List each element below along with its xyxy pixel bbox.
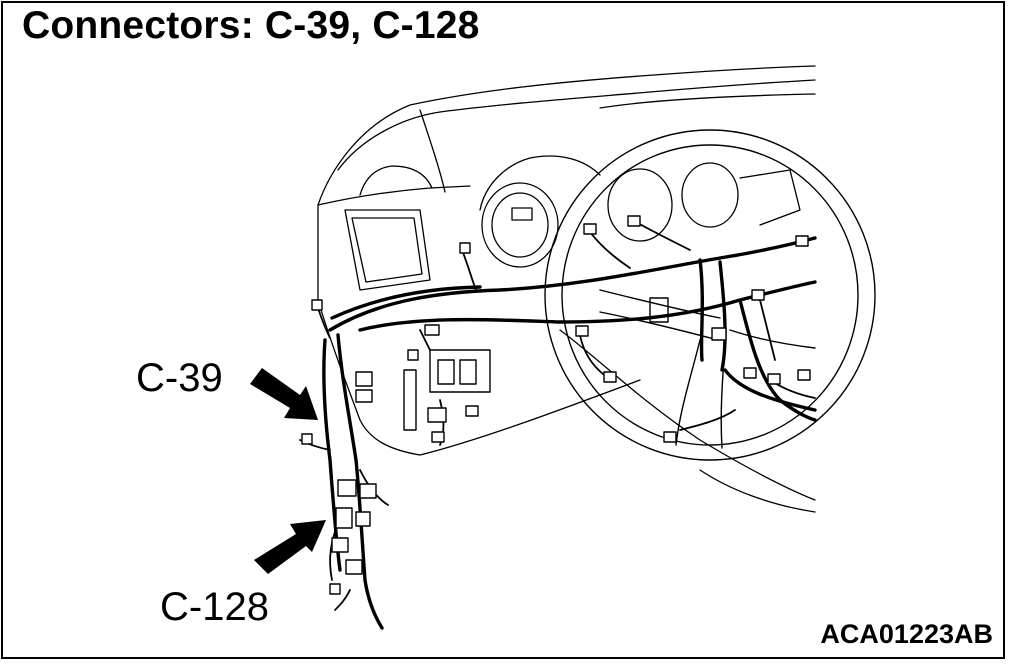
steering-wheel xyxy=(544,129,876,461)
dashboard-outline xyxy=(317,65,816,513)
diagram-title: Connectors: C-39, C-128 xyxy=(22,4,480,47)
instrument-cluster xyxy=(479,155,801,268)
connector-blocks xyxy=(301,215,811,595)
arrow-c128 xyxy=(254,520,326,574)
arrow-c39 xyxy=(250,368,318,420)
callout-arrows xyxy=(250,368,326,574)
callout-label-c39: C-39 xyxy=(136,356,223,400)
figure-id: ACA01223AB xyxy=(820,619,993,649)
main-harness xyxy=(322,236,817,630)
callout-label-c128: C-128 xyxy=(160,585,269,629)
